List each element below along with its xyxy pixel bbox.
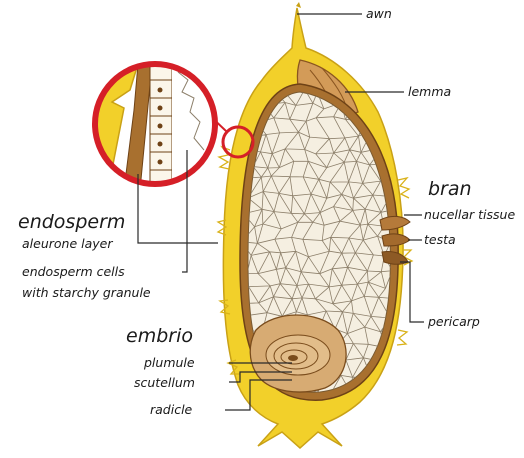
label-endosperm-cells: endosperm cells: [22, 264, 125, 279]
label-plumule: plumule: [143, 355, 195, 370]
label-testa: testa: [424, 232, 456, 247]
label-starchy-granule: with starchy granule: [22, 285, 151, 300]
label-nucellar-tissue: nucellar tissue: [424, 207, 515, 222]
label-embrio: embrio: [126, 325, 193, 347]
label-radicle: radicle: [150, 402, 193, 417]
label-endosperm: endosperm: [18, 211, 125, 233]
label-bran: bran: [428, 178, 472, 200]
label-awn: awn: [366, 6, 392, 21]
label-aleurone-layer: aleurone layer: [22, 236, 113, 251]
label-pericarp: pericarp: [427, 314, 480, 329]
label-scutellum: scutellum: [134, 375, 195, 390]
label-lemma: lemma: [408, 84, 451, 99]
magnified-inset: [95, 60, 232, 200]
